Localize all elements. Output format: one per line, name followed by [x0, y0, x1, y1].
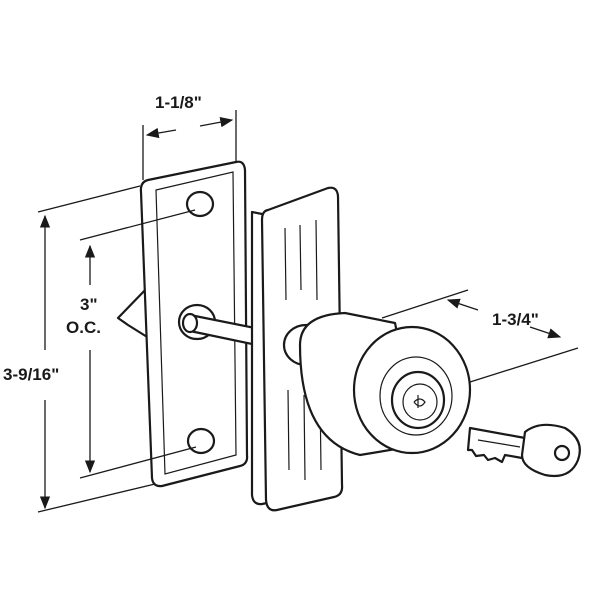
- dimension-plate-width: 1-1/8": [142, 93, 237, 180]
- screw-hole-bottom: [186, 427, 216, 455]
- dimension-knob-projection: 1-3/4": [381, 289, 579, 383]
- dimension-plate-height: 3-9/16": [3, 185, 156, 513]
- screw-hole-top: [185, 190, 215, 218]
- key: [466, 423, 581, 478]
- label-hole-spacing: 3": [80, 295, 98, 314]
- keyhole-icon: [413, 395, 426, 408]
- label-plate-width: 1-1/8": [155, 93, 202, 112]
- keyed-knob: [298, 311, 472, 457]
- label-plate-height: 3-9/16": [3, 365, 59, 384]
- label-hole-spacing-unit: O.C.: [66, 318, 101, 337]
- label-knob-projection: 1-3/4": [492, 310, 539, 329]
- dimension-hole-spacing: 3" O.C.: [66, 209, 197, 479]
